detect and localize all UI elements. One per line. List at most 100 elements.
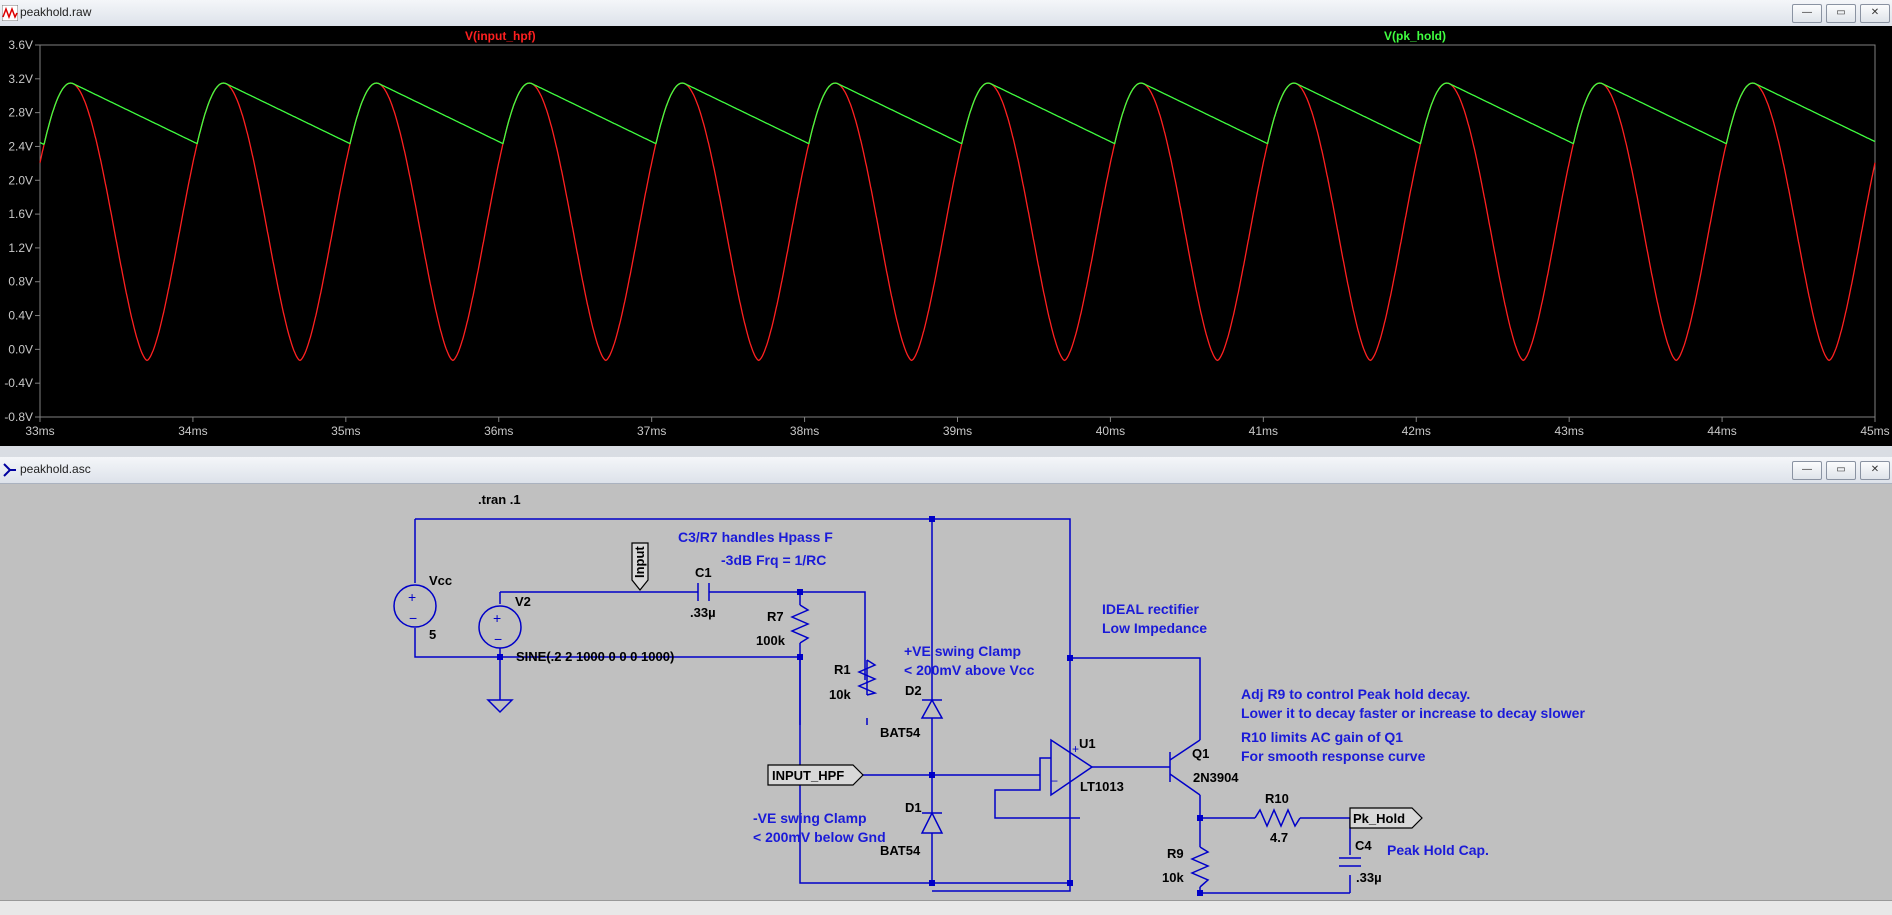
y-tick-label: 0.0V <box>8 342 33 356</box>
r9-resistor[interactable] <box>1190 846 1210 888</box>
x-tick-label: 33ms <box>25 424 54 438</box>
directive-tran[interactable]: .tran .1 <box>478 492 521 507</box>
legend-input-hpf[interactable]: V(input_hpf) <box>465 29 536 43</box>
d2-diode[interactable] <box>920 698 944 719</box>
x-tick-label: 38ms <box>790 424 819 438</box>
plot-frame <box>39 44 1876 418</box>
comment-peak-hold-cap[interactable]: Peak Hold Cap. <box>1387 842 1489 858</box>
v2-name: V2 <box>515 594 531 609</box>
c1-name: C1 <box>695 565 712 580</box>
vcc-source[interactable]: + − <box>393 584 437 628</box>
y-tick-label: 3.2V <box>8 72 33 86</box>
comment-clamp-neg-2[interactable]: < 200mV below Gnd <box>753 829 886 845</box>
d2-name: D2 <box>905 683 922 698</box>
net-label-input[interactable]: Input <box>631 542 649 591</box>
c1-value: .33µ <box>690 605 716 620</box>
comment-r10-2[interactable]: For smooth response curve <box>1241 748 1426 764</box>
x-tick-label: 34ms <box>178 424 207 438</box>
y-tick-label: 3.6V <box>8 38 33 52</box>
x-tick-label: 40ms <box>1096 424 1125 438</box>
schematic-pane[interactable]: + − + − + − <box>0 484 1892 900</box>
restore-icon: ▭ <box>1836 464 1846 475</box>
comment-adj-1[interactable]: Adj R9 to control Peak hold decay. <box>1241 686 1470 702</box>
x-tick-label: 37ms <box>637 424 666 438</box>
net-label-input-hpf[interactable]: INPUT_HPF <box>767 764 864 786</box>
vcc-name: Vcc <box>429 573 452 588</box>
minimize-icon: — <box>1802 464 1812 475</box>
c4-value: .33µ <box>1356 870 1382 885</box>
y-tick-label: -0.8V <box>4 410 33 424</box>
x-tick-label: 39ms <box>943 424 972 438</box>
c4-name: C4 <box>1355 838 1372 853</box>
svg-text:−: − <box>494 631 502 647</box>
waveform-plot[interactable]: 3.6V3.2V2.8V2.4V2.0V1.6V1.2V0.8V0.4V0.0V… <box>0 26 1892 446</box>
y-tick-label: 2.8V <box>8 106 33 120</box>
svg-text:−: − <box>1051 774 1058 788</box>
comment-hpass-1[interactable]: C3/R7 handles Hpass F <box>678 529 833 545</box>
close-button[interactable]: ✕ <box>1860 4 1890 23</box>
comment-ideal-1[interactable]: IDEAL rectifier <box>1102 601 1200 617</box>
d1-value: BAT54 <box>880 843 921 858</box>
v2-source[interactable]: + − <box>478 605 522 649</box>
d1-name: D1 <box>905 800 922 815</box>
d1-diode[interactable] <box>920 811 944 834</box>
comment-clamp-pos-2[interactable]: < 200mV above Vcc <box>904 662 1035 678</box>
r10-resistor[interactable] <box>1254 808 1301 828</box>
svg-text:Pk_Hold: Pk_Hold <box>1353 811 1405 826</box>
x-tick-label: 43ms <box>1554 424 1583 438</box>
c4-capacitor[interactable] <box>1339 857 1361 867</box>
svg-text:+: + <box>1072 742 1079 756</box>
y-tick-label: 0.4V <box>8 309 33 323</box>
svg-text:+: + <box>493 610 501 626</box>
x-tick-label: 35ms <box>331 424 360 438</box>
x-tick-label: 42ms <box>1402 424 1431 438</box>
y-tick-label: 2.0V <box>8 173 33 187</box>
restore-icon: ▭ <box>1836 7 1846 18</box>
trace-pk-hold <box>39 82 1876 146</box>
restore-button[interactable]: ▭ <box>1826 4 1856 23</box>
d2-value: BAT54 <box>880 725 921 740</box>
svg-text:+: + <box>408 589 416 605</box>
r1-name: R1 <box>834 662 851 677</box>
schematic-wires <box>414 518 1351 894</box>
plot-traces <box>39 82 1876 362</box>
r7-value: 100k <box>756 633 786 648</box>
comment-hpass-2[interactable]: -3dB Frq = 1/RC <box>721 552 826 568</box>
schematic-window-title: peakhold.asc <box>20 462 91 476</box>
plot-axes: 3.6V3.2V2.8V2.4V2.0V1.6V1.2V0.8V0.4V0.0V… <box>4 38 1889 438</box>
ground-symbol <box>486 699 514 714</box>
minimize-icon: — <box>1802 7 1812 18</box>
u1-opamp[interactable]: + − <box>1050 738 1094 797</box>
q1-transistor[interactable] <box>1120 739 1201 796</box>
minimize-button[interactable]: — <box>1792 4 1822 23</box>
restore-button[interactable]: ▭ <box>1826 461 1856 480</box>
comment-ideal-2[interactable]: Low Impedance <box>1102 620 1207 636</box>
waveform-window-titlebar[interactable]: peakhold.raw — ▭ ✕ <box>0 0 1892 27</box>
r10-name: R10 <box>1265 791 1289 806</box>
v2-value: SINE(.2 2 1000 0 0 0 1000) <box>516 649 674 664</box>
svg-text:−: − <box>409 610 417 626</box>
comment-clamp-neg-1[interactable]: -VE swing Clamp <box>753 810 867 826</box>
c1-capacitor[interactable] <box>697 583 710 601</box>
comment-clamp-pos-1[interactable]: +VE swing Clamp <box>904 643 1021 659</box>
legend-pk-hold[interactable]: V(pk_hold) <box>1384 29 1446 43</box>
r1-value: 10k <box>829 687 851 702</box>
x-tick-label: 41ms <box>1249 424 1278 438</box>
schematic-window-titlebar[interactable]: peakhold.asc — ▭ ✕ <box>0 457 1892 484</box>
schematic-canvas[interactable]: + − + − + − <box>0 484 1892 900</box>
y-tick-label: 1.6V <box>8 207 33 221</box>
comment-r10-1[interactable]: R10 limits AC gain of Q1 <box>1241 729 1403 745</box>
schematic-icon <box>3 463 16 477</box>
r9-value: 10k <box>1162 870 1184 885</box>
x-tick-label: 36ms <box>484 424 513 438</box>
minimize-button[interactable]: — <box>1792 461 1822 480</box>
vcc-value: 5 <box>429 627 436 642</box>
r7-resistor[interactable] <box>790 604 810 644</box>
comment-adj-2[interactable]: Lower it to decay faster or increase to … <box>1241 705 1585 721</box>
x-tick-label: 44ms <box>1707 424 1736 438</box>
close-button[interactable]: ✕ <box>1860 461 1890 480</box>
r1-resistor[interactable] <box>857 659 878 696</box>
net-label-pk-hold[interactable]: Pk_Hold <box>1349 807 1423 829</box>
close-icon: ✕ <box>1870 464 1880 475</box>
